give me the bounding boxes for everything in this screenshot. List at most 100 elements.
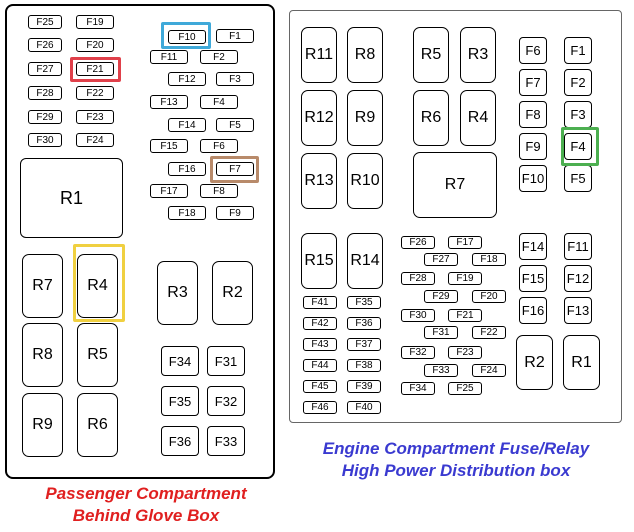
relay-r3: R3 — [157, 261, 198, 325]
fuse-f22: F22 — [76, 86, 114, 100]
fuse-f36: F36 — [161, 426, 199, 456]
fuse-f17: F17 — [150, 184, 188, 198]
highlight-f4 — [561, 127, 599, 166]
fuse-f37: F37 — [347, 338, 381, 351]
fuse-f26: F26 — [401, 236, 435, 249]
fuse-f25: F25 — [448, 382, 482, 395]
fuse-f11: F11 — [564, 233, 592, 260]
relay-r5: R5 — [413, 27, 449, 83]
relay-r11: R11 — [301, 27, 337, 83]
passenger-fuse-box — [5, 4, 275, 479]
relay-r5: R5 — [77, 323, 118, 387]
fuse-f27: F27 — [424, 253, 458, 266]
fuse-f33: F33 — [424, 364, 458, 377]
passenger-box-caption: Passenger Compartment Behind Glove Box — [0, 483, 292, 527]
fuse-f26: F26 — [28, 38, 62, 52]
fuse-f32: F32 — [207, 386, 245, 416]
fuse-f4: F4 — [200, 95, 238, 109]
fuse-f16: F16 — [168, 162, 206, 176]
relay-r2: R2 — [516, 335, 553, 390]
fuse-f18: F18 — [472, 253, 506, 266]
relay-r15: R15 — [301, 233, 337, 289]
fuse-f34: F34 — [401, 382, 435, 395]
fuse-f23: F23 — [76, 110, 114, 124]
fuse-f12: F12 — [564, 265, 592, 292]
relay-r4: R4 — [460, 90, 496, 146]
fuse-f10: F10 — [519, 165, 547, 192]
fuse-f33: F33 — [207, 426, 245, 456]
fuse-f30: F30 — [401, 309, 435, 322]
fuse-f45: F45 — [303, 380, 337, 393]
fuse-f9: F9 — [216, 206, 254, 220]
fuse-f31: F31 — [424, 326, 458, 339]
fuse-f22: F22 — [472, 326, 506, 339]
fuse-f13: F13 — [564, 297, 592, 324]
relay-r4: R4 — [77, 254, 118, 318]
relay-r2: R2 — [212, 261, 253, 325]
fuse-f18: F18 — [168, 206, 206, 220]
engine-caption-line2: High Power Distribution box — [341, 461, 571, 480]
fuse-f7: F7 — [519, 69, 547, 96]
fuse-f2: F2 — [564, 69, 592, 96]
fuse-f9: F9 — [519, 133, 547, 160]
fuse-f28: F28 — [28, 86, 62, 100]
fuse-f42: F42 — [303, 317, 337, 330]
fuse-f20: F20 — [472, 290, 506, 303]
fuse-f5: F5 — [216, 118, 254, 132]
relay-r8: R8 — [347, 27, 383, 83]
fuse-f40: F40 — [347, 401, 381, 414]
fuse-f29: F29 — [28, 110, 62, 124]
fuse-f38: F38 — [347, 359, 381, 372]
fuse-f19: F19 — [448, 272, 482, 285]
relay-r6: R6 — [413, 90, 449, 146]
fuse-f13: F13 — [150, 95, 188, 109]
fuse-f44: F44 — [303, 359, 337, 372]
fuse-f14: F14 — [519, 233, 547, 260]
fuse-f11: F11 — [150, 50, 188, 64]
fuse-f27: F27 — [28, 62, 62, 76]
fuse-f3: F3 — [216, 72, 254, 86]
fuse-f23: F23 — [448, 346, 482, 359]
relay-r14: R14 — [347, 233, 383, 289]
fuse-f15: F15 — [150, 139, 188, 153]
relay-r1: R1 — [20, 158, 123, 238]
fuse-f20: F20 — [76, 38, 114, 52]
fuse-f21: F21 — [76, 62, 114, 76]
fuse-f36: F36 — [347, 317, 381, 330]
engine-caption-line1: Engine Compartment Fuse/Relay — [322, 439, 590, 458]
fuse-f24: F24 — [76, 133, 114, 147]
relay-r1: R1 — [563, 335, 600, 390]
fuse-f15: F15 — [519, 265, 547, 292]
fuse-f1: F1 — [216, 29, 254, 43]
relay-r8: R8 — [22, 323, 63, 387]
fuse-f12: F12 — [168, 72, 206, 86]
highlight-f21 — [70, 57, 121, 82]
highlight-r4 — [73, 244, 125, 322]
engine-box-caption: Engine Compartment Fuse/Relay High Power… — [286, 438, 626, 482]
fuse-f6: F6 — [200, 139, 238, 153]
relay-r6: R6 — [77, 393, 118, 457]
fuse-f1: F1 — [564, 37, 592, 64]
relay-r10: R10 — [347, 153, 383, 209]
fuse-f21: F21 — [448, 309, 482, 322]
highlight-f10 — [161, 22, 211, 49]
fuse-f34: F34 — [161, 346, 199, 376]
fuse-f17: F17 — [448, 236, 482, 249]
relay-r13: R13 — [301, 153, 337, 209]
fuse-f46: F46 — [303, 401, 337, 414]
fuse-f31: F31 — [207, 346, 245, 376]
fuse-f5: F5 — [564, 165, 592, 192]
fuse-f30: F30 — [28, 133, 62, 147]
passenger-caption-line2: Behind Glove Box — [72, 506, 220, 525]
fuse-f14: F14 — [168, 118, 206, 132]
fuse-f16: F16 — [519, 297, 547, 324]
fuse-f6: F6 — [519, 37, 547, 64]
relay-r3: R3 — [460, 27, 496, 83]
fuse-f7: F7 — [216, 162, 254, 176]
highlight-f7 — [210, 156, 259, 183]
relay-r12: R12 — [301, 90, 337, 146]
relay-r9: R9 — [22, 393, 63, 457]
fuse-f43: F43 — [303, 338, 337, 351]
fuse-f4: F4 — [564, 133, 592, 160]
fuse-f25: F25 — [28, 15, 62, 29]
